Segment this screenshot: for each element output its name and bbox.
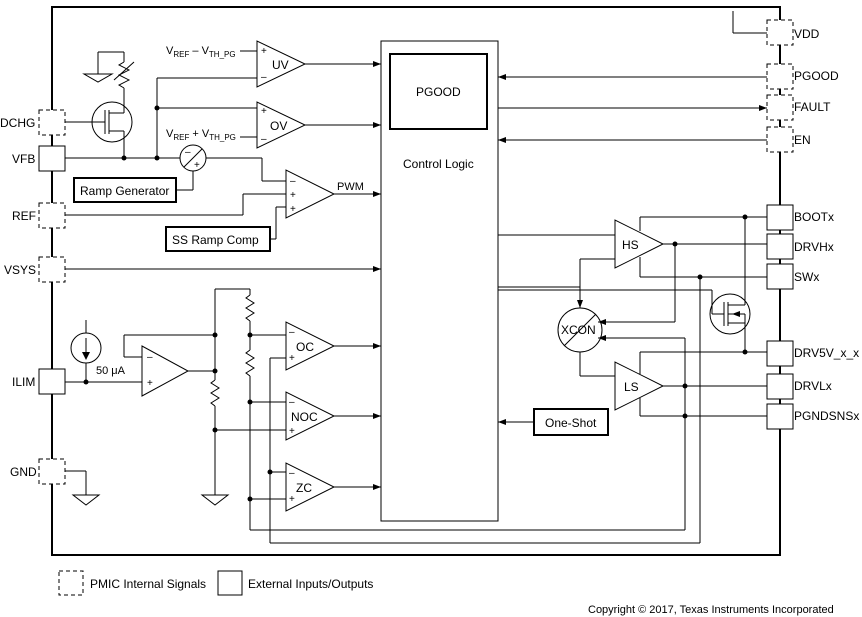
one-shot-label: One-Shot xyxy=(545,416,597,430)
pgood-block-label: PGOOD xyxy=(416,85,461,99)
ss-ramp-comp-block: SS Ramp Comp xyxy=(165,226,271,252)
pin-vfb: VFB xyxy=(12,145,66,172)
pin-en: EN xyxy=(766,126,811,153)
ls-driver: LS xyxy=(614,361,665,411)
pwm-minus-sign: – xyxy=(290,176,296,187)
uv-plus-sign: + xyxy=(261,46,267,57)
control-logic-label: Control Logic xyxy=(403,157,474,171)
pin-vdd: VDD xyxy=(766,19,820,46)
pin-drv5v-label: DRV5V_x_x xyxy=(794,346,859,360)
ls-label: LS xyxy=(624,380,639,394)
pin-vfb-label: VFB xyxy=(12,152,35,166)
xcon-block: XCON xyxy=(557,307,603,353)
pin-fault-label: FAULT xyxy=(794,100,831,114)
zc-plus-sign: + xyxy=(289,494,295,505)
pwm-plus1-sign: + xyxy=(290,190,296,201)
pin-dchg-label: DCHG xyxy=(0,116,35,130)
pin-swx-label: SWx xyxy=(794,270,819,284)
pwm-plus2-sign: + xyxy=(290,204,296,215)
uv-label: UV xyxy=(272,58,289,72)
pin-ilim: ILIM xyxy=(12,368,66,395)
noc-minus-sign: – xyxy=(289,397,295,408)
pin-gnd: GND xyxy=(10,458,66,485)
current-source xyxy=(70,320,102,382)
sum-minus-sign: – xyxy=(185,147,191,158)
pin-drv5v: DRV5V_x_x xyxy=(766,340,859,367)
dchg-transistor xyxy=(65,100,133,158)
pin-pgndsnsx-label: PGNDSNSx xyxy=(794,409,859,423)
hs-label: HS xyxy=(622,238,639,252)
ramp-generator-label: Ramp Generator xyxy=(80,184,169,198)
zc-label: ZC xyxy=(296,481,312,495)
pin-drvlx: DRVLx xyxy=(766,373,832,400)
pin-swx: SWx xyxy=(766,263,819,290)
pin-vdd-label: VDD xyxy=(794,27,820,41)
pin-pgndsnsx: PGNDSNSx xyxy=(766,403,859,430)
pin-fault: FAULT xyxy=(766,94,831,121)
oc-plus-sign: + xyxy=(289,353,295,364)
pin-en-label: EN xyxy=(794,133,811,147)
pin-drvhx: DRVHx xyxy=(766,233,834,260)
one-shot-block: One-Shot xyxy=(533,408,609,436)
pin-ilim-label: ILIM xyxy=(12,375,35,389)
oc-comparator: OC – + xyxy=(285,321,336,371)
pin-vsys: VSYS xyxy=(4,256,66,283)
pin-drvlx-label: DRVLx xyxy=(794,379,832,393)
zc-minus-sign: – xyxy=(289,468,295,479)
pin-gnd-label: GND xyxy=(10,465,37,479)
noc-comparator: NOC – + xyxy=(285,391,336,441)
ov-comparator: OV + – xyxy=(256,101,307,149)
pin-ref: REF xyxy=(12,202,66,229)
pin-drvhx-label: DRVHx xyxy=(794,240,834,254)
ilim-buffer-amp: – + xyxy=(141,345,190,397)
ramp-generator-block: Ramp Generator xyxy=(73,177,177,203)
pin-bootx-label: BOOTx xyxy=(794,210,834,224)
pwm-label: PWM xyxy=(337,181,364,193)
vref-minus-label: VREF – VTH_PG xyxy=(166,45,236,59)
uv-minus-sign: – xyxy=(261,72,267,83)
noc-label: NOC xyxy=(291,410,318,424)
pin-pgood: PGOOD xyxy=(766,63,839,90)
summing-node: – + xyxy=(179,144,207,172)
oc-minus-sign: – xyxy=(289,327,295,338)
boot-mosfet xyxy=(498,217,751,352)
uv-comparator: UV + – xyxy=(256,40,307,88)
legend-internal: PMIC Internal Signals xyxy=(58,570,206,596)
legend-external-label: External Inputs/Outputs xyxy=(248,577,373,591)
pgood-block: PGOOD xyxy=(389,53,488,130)
copyright-text: Copyright © 2017, Texas Instruments Inco… xyxy=(588,604,834,616)
ov-label: OV xyxy=(270,119,287,133)
noc-plus-sign: + xyxy=(289,426,295,437)
pin-pgood-label: PGOOD xyxy=(794,69,839,83)
pin-ref-label: REF xyxy=(12,209,36,223)
ov-plus-sign: + xyxy=(261,106,267,117)
vref-plus-label: VREF + VTH_PG xyxy=(166,128,236,142)
pin-dchg: DCHG xyxy=(0,109,66,136)
xcon-label: XCON xyxy=(561,323,596,337)
current-source-label: 50 μA xyxy=(96,365,126,377)
legend-external: External Inputs/Outputs xyxy=(217,570,373,596)
ss-ramp-comp-label: SS Ramp Comp xyxy=(172,233,259,247)
oc-label: OC xyxy=(296,340,314,354)
hs-driver: HS xyxy=(614,219,665,269)
pin-vsys-label: VSYS xyxy=(4,263,36,277)
pin-bootx: BOOTx xyxy=(766,204,834,231)
ov-minus-sign: – xyxy=(261,134,267,145)
ilim-amp-minus: – xyxy=(147,352,153,363)
sum-plus-sign: + xyxy=(194,160,200,171)
zc-comparator: ZC – + xyxy=(285,462,336,512)
ilim-amp-plus: + xyxy=(147,378,153,389)
legend-internal-label: PMIC Internal Signals xyxy=(90,577,206,591)
